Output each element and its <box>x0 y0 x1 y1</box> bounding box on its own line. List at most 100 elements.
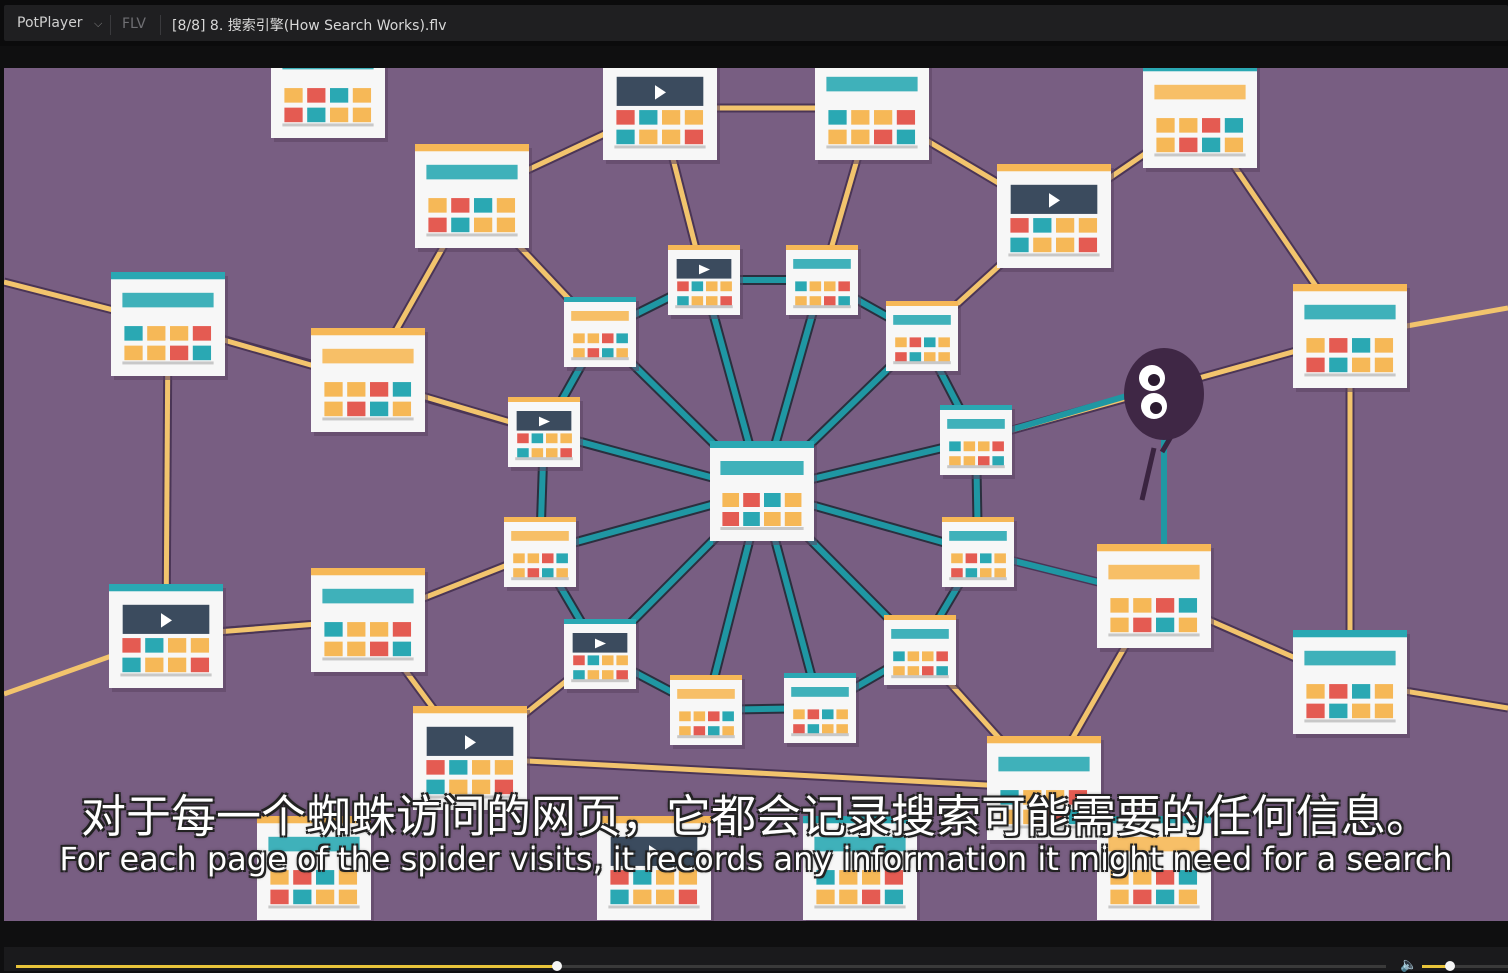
page-card-tile <box>124 326 143 341</box>
video-frame[interactable]: 对于每一个蜘蛛访问的网页，它都会记录搜索可能需要的任何信息。 For each … <box>4 68 1508 921</box>
page-card-tile <box>1068 790 1088 805</box>
page-card-header <box>311 328 425 336</box>
page-card-tile <box>1202 118 1221 133</box>
page-card-tile <box>907 666 920 676</box>
page-card-tile <box>494 779 514 795</box>
page-card-tile <box>330 107 349 123</box>
play-icon <box>595 638 606 649</box>
page-card <box>1097 544 1211 648</box>
page-card-tile <box>1046 790 1065 805</box>
app-menu-button[interactable]: PotPlayer <box>17 15 83 31</box>
seek-bar-progress <box>16 965 558 968</box>
page-card-banner <box>122 292 214 308</box>
page-card-tile <box>293 870 312 885</box>
page-card-tile <box>192 326 212 341</box>
volume-thumb[interactable] <box>1444 961 1455 971</box>
page-card-tile <box>992 456 1004 466</box>
play-icon <box>465 735 476 750</box>
page-card-line <box>720 527 804 530</box>
page-card-tile <box>708 726 720 736</box>
page-card-tile <box>1010 237 1029 253</box>
page-card-tile <box>428 217 447 233</box>
page-card-tile <box>542 568 554 578</box>
page-card-header <box>884 615 956 620</box>
page-card-tile <box>816 889 835 905</box>
page-card-tile <box>347 641 366 657</box>
page-card-header <box>886 301 958 306</box>
page-card-line <box>426 233 518 237</box>
page-card-tile <box>1374 338 1394 353</box>
page-card-tile <box>560 433 572 444</box>
page-card-tile <box>531 433 544 444</box>
page-card-tile <box>573 670 585 680</box>
seek-bar[interactable] <box>16 961 1386 971</box>
page-card-tile <box>513 553 525 564</box>
page-card-tile <box>316 870 335 885</box>
page-card-tile <box>1133 870 1152 885</box>
page-card-tile <box>1306 338 1325 353</box>
page-card-tile <box>587 655 600 666</box>
page-card-tile <box>793 724 805 734</box>
speaker-icon[interactable]: 🔈 <box>1400 957 1418 973</box>
page-card-banner <box>426 164 518 180</box>
page-card-tile <box>1033 218 1052 233</box>
page-card-tile <box>862 889 881 905</box>
page-card-tile <box>124 345 143 361</box>
page-card-header <box>508 397 580 402</box>
page-card-tile <box>1224 137 1244 153</box>
page-card-banner <box>322 588 414 604</box>
page-card-tile <box>347 382 366 397</box>
page-card-tile <box>824 296 836 306</box>
page-card-header <box>564 297 636 302</box>
page-card-tile <box>1000 790 1019 805</box>
page-card-tile <box>1374 357 1394 373</box>
chevron-down-icon[interactable]: ⌵ <box>94 17 103 30</box>
page-card-tile <box>616 348 628 358</box>
page-card <box>311 328 425 432</box>
page-card-banner <box>268 836 360 852</box>
page-card-tile <box>527 568 540 578</box>
play-icon <box>655 85 666 100</box>
page-card-tile <box>546 448 558 458</box>
page-card-tile <box>722 493 740 507</box>
page-card-line <box>947 465 1005 469</box>
page-card-tile <box>1178 870 1198 885</box>
page-card-tile <box>1133 598 1152 613</box>
page-card-tile <box>338 889 358 905</box>
page-card-tile <box>370 641 389 657</box>
page-card <box>1143 68 1257 168</box>
volume-slider[interactable] <box>1422 961 1508 971</box>
page-card-tile <box>994 553 1006 564</box>
page-card-tile <box>838 281 850 292</box>
page-card-header <box>415 144 529 152</box>
page-card-tile <box>963 456 976 466</box>
page-card-tile <box>392 622 412 637</box>
page-card-tile <box>994 568 1006 578</box>
seek-bar-thumb[interactable] <box>552 961 563 971</box>
page-card-tile <box>1023 809 1042 825</box>
page-card-tile <box>795 296 807 306</box>
page-card-tile <box>978 441 990 452</box>
page-card-tile <box>338 870 358 885</box>
page-card-tile <box>678 889 698 905</box>
page-card-tile <box>284 107 303 123</box>
page-card-tile <box>556 553 568 564</box>
page-card-line <box>614 145 706 149</box>
page-card-tile <box>893 666 905 676</box>
page-card-tile <box>822 709 834 720</box>
page-card-header <box>1293 284 1407 292</box>
page-card-header <box>1143 68 1257 72</box>
page-card-tile <box>324 622 343 637</box>
page-card-tile <box>270 889 289 905</box>
spider-leg <box>1139 447 1157 501</box>
page-card-tile <box>527 553 540 564</box>
page-card-tile <box>428 198 447 213</box>
page-card-tile <box>147 326 166 341</box>
page-card-banner <box>1154 84 1246 100</box>
page-card-tile <box>616 333 628 344</box>
page-card-tile <box>531 448 544 458</box>
page-card <box>111 272 225 376</box>
page-card-tile <box>1352 357 1371 373</box>
page-card-line <box>122 361 214 365</box>
page-card-tile <box>426 779 445 795</box>
